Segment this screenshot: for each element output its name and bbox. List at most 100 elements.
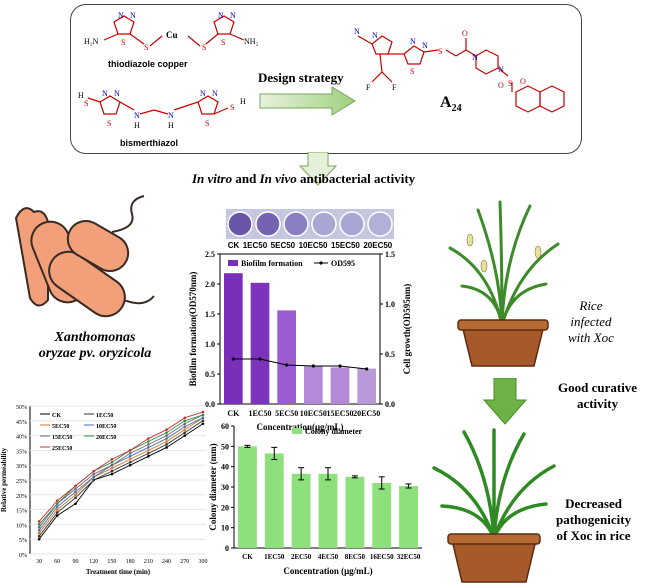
x-tick-label: 32EC50 <box>397 553 421 561</box>
x-tick-label: 180 <box>126 559 135 565</box>
y-tick-label: 30% <box>16 464 27 470</box>
x-tick-label: 240 <box>162 559 171 565</box>
svg-text:H: H <box>168 121 174 130</box>
od-line <box>233 358 367 370</box>
x-tick-label: 1EC50 <box>248 409 271 418</box>
colony-bar <box>291 473 311 548</box>
od-point <box>338 364 342 368</box>
plate-label: 10EC50 <box>298 241 328 250</box>
x-tick-label: 120 <box>89 559 98 565</box>
down-arrow-top <box>298 152 338 186</box>
y-tick-label: 25% <box>16 479 27 485</box>
series-point <box>201 413 205 417</box>
y-tick-label: 0 <box>225 544 229 553</box>
series-point <box>128 457 132 461</box>
y-tick-label: 50% <box>16 405 27 411</box>
svg-text:N: N <box>200 89 206 98</box>
series-point <box>165 437 168 440</box>
series-point <box>110 460 114 464</box>
x-tick-label: 15EC50 <box>326 409 353 418</box>
y2-tick-label: 0.0 <box>385 400 395 409</box>
svg-text:S: S <box>508 79 512 88</box>
series-point <box>183 422 187 426</box>
x-tick-label: CK <box>242 553 253 561</box>
x-axis-label: Concentration (μg/mL) <box>283 566 372 576</box>
series-point <box>147 449 150 452</box>
compound1-caption: thiodiazole copper <box>108 59 188 69</box>
series-point <box>165 434 168 437</box>
down-arrow-rice <box>482 378 528 425</box>
series-point <box>92 469 96 473</box>
compound-a24-structure: N N N N S S O N N S O O F F <box>354 27 565 113</box>
svg-text:N: N <box>212 89 218 98</box>
x-tick-label: 4EC50 <box>318 553 339 561</box>
series-point <box>201 419 205 423</box>
series-line <box>38 423 204 540</box>
series-point <box>37 537 41 541</box>
series-line <box>38 420 204 537</box>
series-point <box>56 511 59 514</box>
svg-text:S: S <box>221 38 225 47</box>
bismerthiazol-structure: N N N N S S H S S H N N H H <box>78 89 246 130</box>
series-point <box>147 446 150 449</box>
legend-label: 15EC50 <box>52 435 72 441</box>
series-point <box>201 422 205 426</box>
well-plate-image <box>226 209 394 239</box>
svg-text:F: F <box>392 83 397 92</box>
compound2-caption: bismerthiazol <box>120 138 179 148</box>
x-tick-label: 90 <box>73 559 79 565</box>
legend-label: 25EC50 <box>52 446 72 452</box>
x-tick-label: 2EC50 <box>291 553 312 561</box>
series-point <box>147 452 150 455</box>
y-tick-label: 0.5 <box>205 370 215 379</box>
x-axis-label: Treatment time (min) <box>86 568 151 576</box>
svg-text:F: F <box>366 83 371 92</box>
y-tick-label: 50 <box>221 442 229 451</box>
rice-infected-label: Rice infected with Xoc <box>568 298 614 345</box>
svg-text:Cu: Cu <box>166 30 178 40</box>
legend-label-colony: Colony diameter <box>305 427 363 436</box>
series-point <box>74 484 77 488</box>
biofilm-bar <box>224 273 243 404</box>
well <box>367 211 393 237</box>
series-line <box>38 417 204 531</box>
series-point <box>56 502 59 505</box>
x-tick-label: 16EC50 <box>370 553 394 561</box>
x-tick-label: 150 <box>107 559 116 565</box>
series-point <box>183 425 187 429</box>
y2-axis-label: Cell growth(OD595nm) <box>402 284 412 375</box>
biofilm-bar <box>277 310 296 404</box>
y-tick-label: 1.0 <box>205 340 215 349</box>
svg-text:N: N <box>218 11 224 20</box>
plate-label: 15EC50 <box>330 241 360 250</box>
series-point <box>128 449 132 452</box>
plate-label: CK <box>227 241 240 250</box>
y-axis-label: Biofilm formation(OD570nm) <box>188 272 198 387</box>
y-tick-label: 10 <box>221 524 229 533</box>
svg-text:N: N <box>168 111 174 120</box>
series-point <box>147 455 150 458</box>
y2-tick-label: 0.5 <box>385 350 395 359</box>
series-point <box>37 531 41 535</box>
legend-label-biofilm: Biofilm formation <box>241 259 303 268</box>
y-tick-label: 0% <box>19 553 27 559</box>
series-point <box>56 514 59 517</box>
y-tick-label: 2.0 <box>205 280 215 289</box>
thiodiazole-copper-structure: N N N N S S S S Cu H₂N NH₂ <box>84 11 259 52</box>
svg-text:S: S <box>205 119 209 128</box>
y-tick-label: 40% <box>16 435 27 441</box>
svg-text:H: H <box>78 91 84 100</box>
rice-plant-infected <box>448 200 560 367</box>
legend-label: 10EC50 <box>96 424 116 430</box>
od-point <box>231 357 235 361</box>
y-tick-label: 40 <box>221 463 229 472</box>
series-point <box>110 466 114 470</box>
svg-text:NH₂: NH₂ <box>244 37 259 46</box>
svg-text:S: S <box>202 43 206 52</box>
y2-tick-label: 1.5 <box>385 250 395 259</box>
y-tick-label: 20 <box>221 503 229 512</box>
series-point <box>165 440 168 443</box>
series-point <box>74 493 77 497</box>
